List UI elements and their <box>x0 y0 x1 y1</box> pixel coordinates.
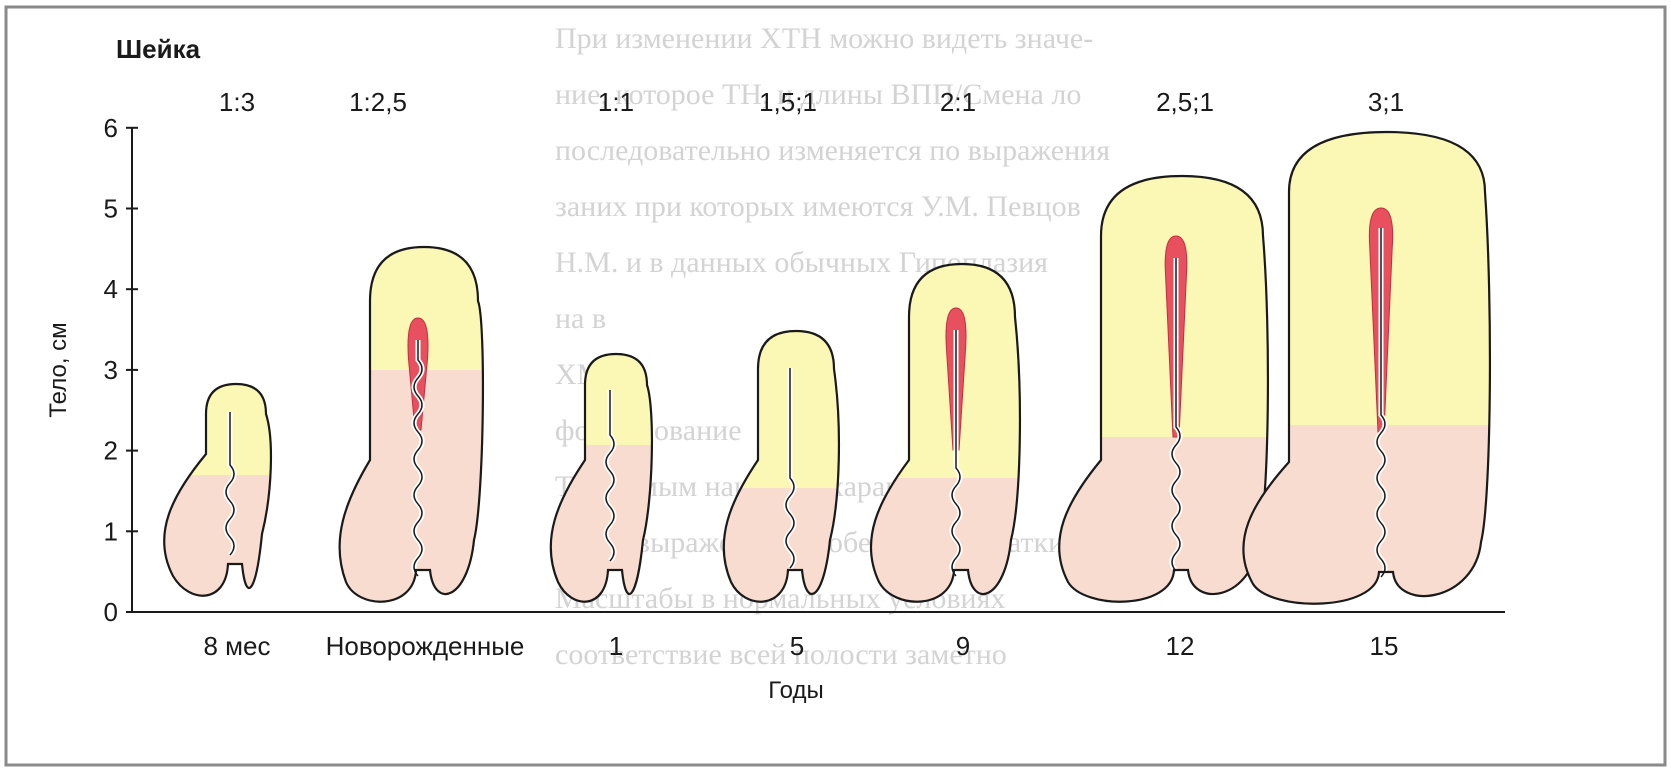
cervix-region <box>505 445 727 620</box>
x-axis-label: Годы <box>768 677 823 704</box>
uterus-stage <box>829 259 1095 620</box>
y-tick-label: 4 <box>104 274 118 304</box>
age-label: 12 <box>1166 631 1195 661</box>
age-label: Новорожденные <box>326 631 525 661</box>
ratio-label: 1:3 <box>219 87 255 117</box>
corpus-region <box>505 349 727 445</box>
heading-label: Шейка <box>116 34 201 64</box>
ratio-label: 1:2,5 <box>349 87 407 117</box>
ratio-labels: 1:3 1:2,5 1:1 1,5;1 2:1 2,5;1 3;1 <box>219 87 1404 117</box>
age-label: 5 <box>790 631 804 661</box>
age-label: 8 мес <box>203 631 270 661</box>
uterus-stage <box>290 242 558 620</box>
corpus-region <box>126 379 346 475</box>
age-label: 9 <box>956 631 970 661</box>
y-tick-label: 1 <box>104 516 118 546</box>
ratio-label: 2,5;1 <box>1156 87 1214 117</box>
uterus-stage <box>505 349 727 620</box>
y-axis-label: Тело, см <box>45 322 72 417</box>
ratio-label: 1:1 <box>598 87 634 117</box>
y-tick-label: 2 <box>104 436 118 466</box>
y-tick-label: 6 <box>104 113 118 143</box>
y-tick-label: 5 <box>104 194 118 224</box>
corpus-region <box>678 326 914 488</box>
y-tick-label: 3 <box>104 355 118 385</box>
age-label: 15 <box>1370 631 1399 661</box>
organ-group <box>126 127 1565 622</box>
ratio-label: 2:1 <box>940 87 976 117</box>
age-label: 1 <box>609 631 623 661</box>
uterus-stage <box>126 379 346 614</box>
y-tick-label: 0 <box>104 597 118 627</box>
ratio-label: 3;1 <box>1368 87 1404 117</box>
ratio-label: 1,5;1 <box>759 87 817 117</box>
